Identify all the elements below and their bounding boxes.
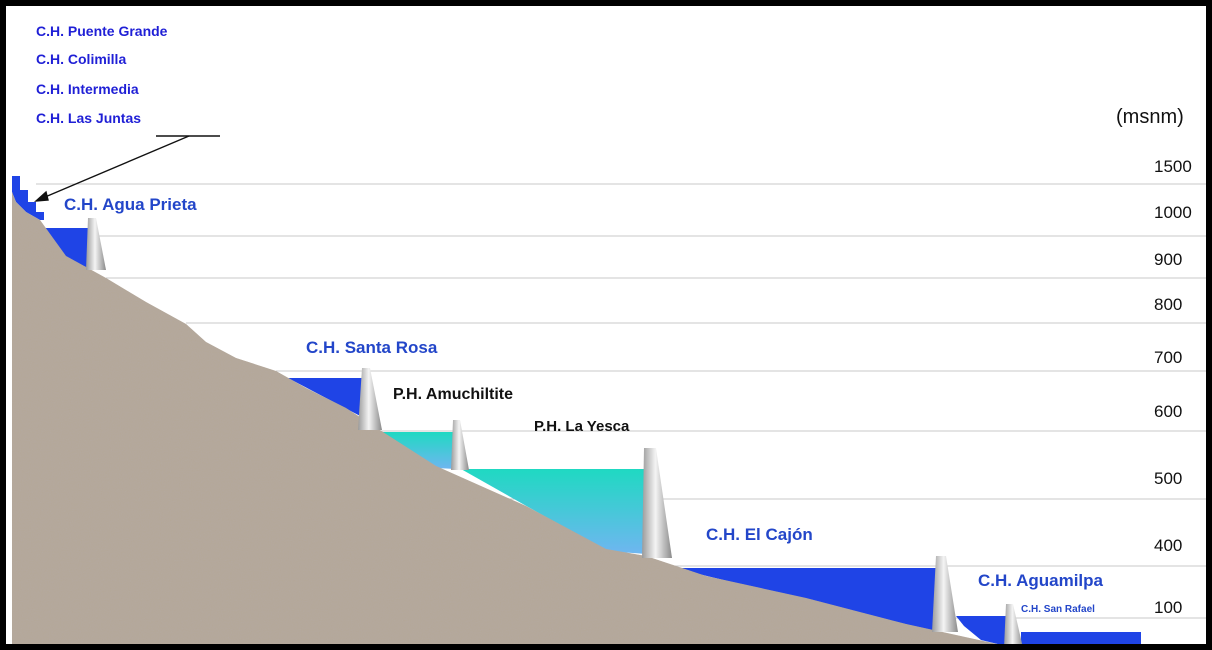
label-amuchiltite: P.H. Amuchiltite bbox=[393, 386, 514, 403]
tick-label: 700 bbox=[1154, 348, 1183, 367]
tick-label: 1500 bbox=[1154, 157, 1192, 176]
label-agua-prieta: C.H. Agua Prieta bbox=[64, 195, 197, 214]
tick-label: 500 bbox=[1154, 469, 1183, 488]
dam-agua-prieta bbox=[86, 218, 106, 270]
label-santa-rosa: C.H. Santa Rosa bbox=[306, 338, 438, 357]
elevation-profile bbox=[12, 135, 1206, 644]
dam-el-cajon bbox=[932, 556, 958, 632]
label-colimilla: C.H. Colimilla bbox=[36, 51, 127, 67]
tick-label: 400 bbox=[1154, 536, 1183, 555]
label-las-juntas: C.H. Las Juntas bbox=[36, 110, 142, 126]
reservoir-aguamilpa bbox=[956, 616, 1006, 644]
label-puente-grande: C.H. Puente Grande bbox=[36, 23, 168, 39]
reservoir-san-rafael bbox=[1021, 632, 1141, 644]
tick-label: 600 bbox=[1154, 402, 1183, 421]
tick-label: 900 bbox=[1154, 250, 1183, 269]
reservoir-upper-steps bbox=[12, 176, 44, 220]
label-aguamilpa: C.H. Aguamilpa bbox=[978, 571, 1103, 590]
tick-label: 800 bbox=[1154, 295, 1183, 314]
dam-santa-rosa bbox=[358, 368, 382, 430]
tick-label: 1000 bbox=[1154, 203, 1192, 222]
axis-unit-label: (msnm) bbox=[1116, 106, 1184, 128]
dam-la-yesca bbox=[642, 448, 672, 558]
label-la-yesca: P.H. La Yesca bbox=[534, 418, 630, 435]
tick-label: 100 bbox=[1154, 598, 1183, 617]
label-el-cajon: C.H. El Cajón bbox=[706, 525, 813, 544]
dams bbox=[86, 218, 1023, 644]
dam-aguamilpa bbox=[1004, 604, 1023, 644]
reservoir-la-yesca bbox=[461, 469, 646, 554]
terrain-slope bbox=[12, 192, 997, 644]
dam-amuchiltite bbox=[451, 420, 469, 470]
pointer-arrow bbox=[33, 135, 220, 202]
label-san-rafael: C.H. San Rafael bbox=[1021, 604, 1095, 615]
label-intermedia: C.H. Intermedia bbox=[36, 81, 139, 97]
